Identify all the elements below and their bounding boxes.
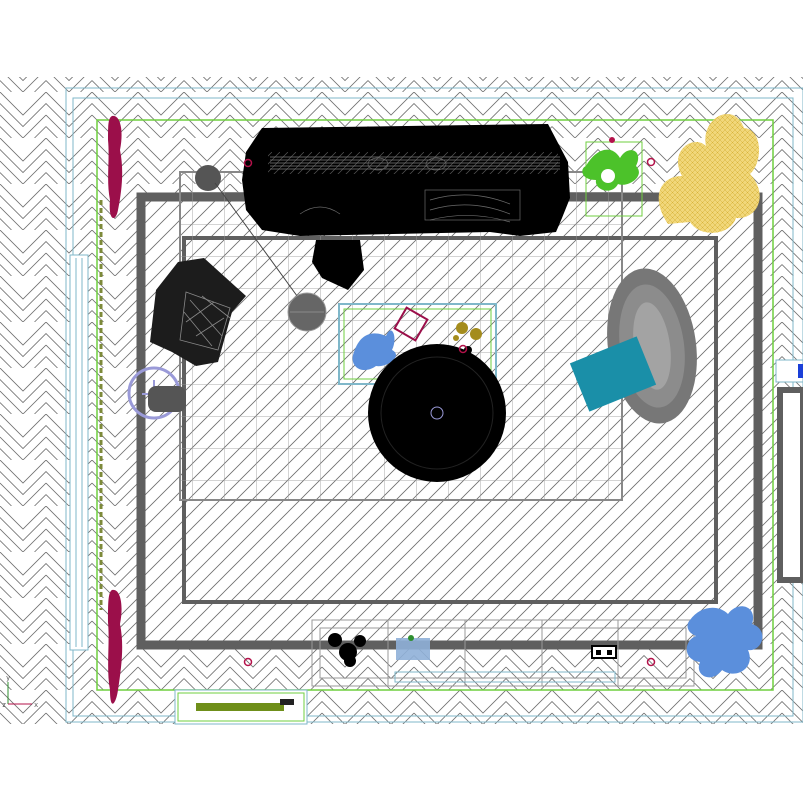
marker-points [243, 157, 656, 667]
plant-blue[interactable] [686, 606, 763, 678]
axis-label-y: y [6, 674, 10, 682]
door-right[interactable] [775, 359, 803, 583]
ottoman[interactable] [312, 240, 364, 290]
coffee-table[interactable] [338, 303, 497, 385]
axis-gizmo: x y z [2, 674, 38, 709]
axis-label-x: x [34, 701, 38, 709]
armchair[interactable] [150, 258, 246, 366]
curtain-left-bottom[interactable] [108, 589, 123, 704]
radiator[interactable] [174, 689, 308, 725]
cushion[interactable] [569, 336, 657, 412]
axis-label-z: z [2, 701, 6, 709]
curtain-left-top[interactable] [108, 115, 123, 219]
window-left[interactable] [69, 254, 89, 651]
sofa[interactable] [242, 124, 570, 236]
radiator-valve-icon [280, 699, 294, 705]
floor-lamp[interactable] [127, 366, 186, 420]
table-decor-icon [453, 322, 482, 354]
plant-green[interactable] [582, 137, 643, 217]
cabinet-decor [328, 633, 617, 667]
table-plant-icon [352, 330, 396, 371]
plant-yellow[interactable] [658, 113, 760, 233]
room-selection[interactable] [96, 119, 774, 691]
round-rug[interactable] [368, 344, 506, 482]
side-table[interactable] [195, 165, 221, 191]
